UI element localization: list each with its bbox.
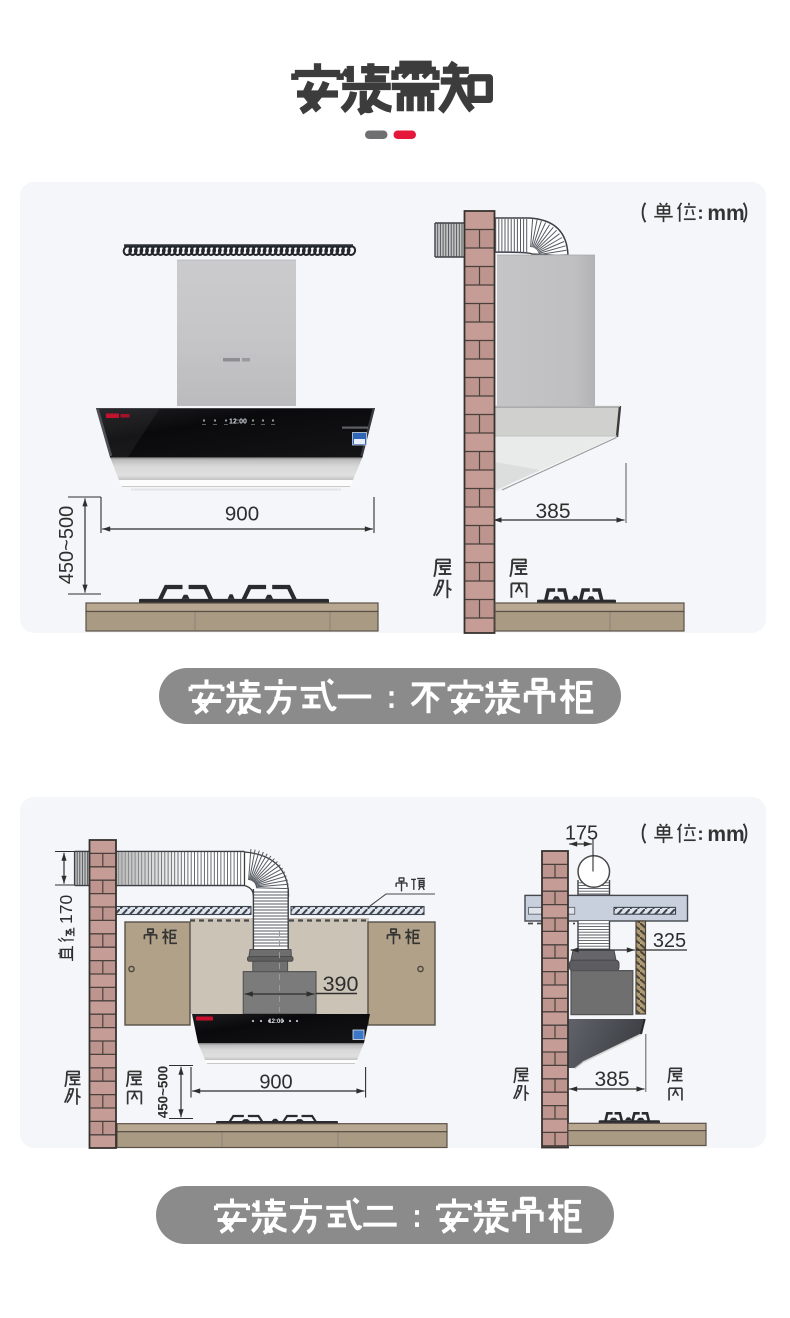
svg-text:mm: mm: [707, 202, 744, 225]
svg-text:450~500: 450~500: [156, 1066, 171, 1119]
svg-text:mm: mm: [707, 823, 744, 846]
svg-text:175: 175: [565, 823, 598, 845]
svg-text:170: 170: [56, 895, 76, 924]
svg-text:390: 390: [323, 972, 359, 996]
svg-text:385: 385: [535, 500, 570, 523]
svg-text:12:00: 12:00: [268, 1019, 284, 1025]
svg-text:385: 385: [594, 1068, 629, 1091]
svg-text:12:00: 12:00: [229, 418, 247, 425]
svg-text:450~500: 450~500: [56, 506, 78, 584]
svg-text:325: 325: [653, 930, 686, 952]
svg-text:900: 900: [259, 1072, 292, 1094]
svg-text:900: 900: [225, 503, 259, 526]
